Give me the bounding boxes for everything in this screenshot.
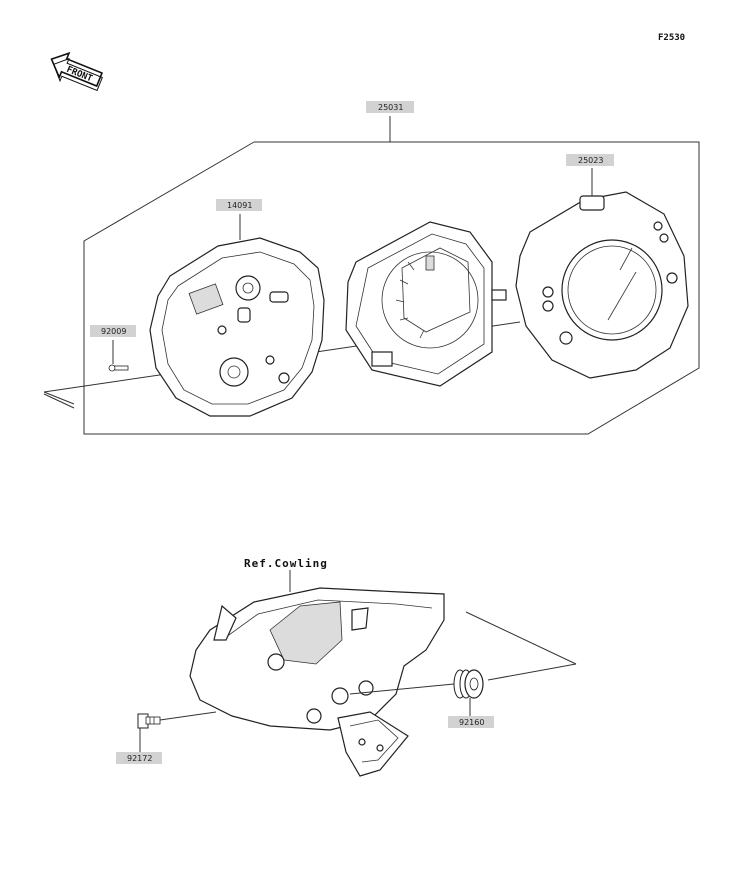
label-92160[interactable]: 92160 — [448, 716, 494, 728]
label-25023[interactable]: 25023 — [566, 154, 614, 166]
meter-case — [149, 214, 325, 417]
label-92009[interactable]: 92009 — [90, 325, 136, 337]
cowling-leaders — [159, 611, 577, 721]
svg-text:92160: 92160 — [459, 718, 484, 727]
svg-text:25023: 25023 — [578, 156, 603, 165]
screw-92009 — [108, 340, 129, 372]
svg-text:25031: 25031 — [378, 103, 403, 112]
front-arrow-icon: FRONT — [50, 51, 104, 92]
meter-unit — [345, 221, 507, 387]
meter-cover — [515, 168, 689, 379]
cowling — [189, 587, 445, 777]
svg-text:14091: 14091 — [227, 201, 252, 210]
grommet-92160 — [453, 669, 484, 716]
svg-text:92009: 92009 — [101, 327, 126, 336]
label-14091[interactable]: 14091 — [216, 199, 262, 211]
svg-text:92172: 92172 — [127, 754, 152, 763]
figure-code: F2530 — [658, 33, 685, 43]
bolt-92172 — [137, 713, 161, 752]
label-92172[interactable]: 92172 — [116, 752, 162, 764]
label-25031[interactable]: 25031 — [366, 101, 414, 113]
ref-cowling-label: Ref.Cowling — [244, 557, 328, 570]
